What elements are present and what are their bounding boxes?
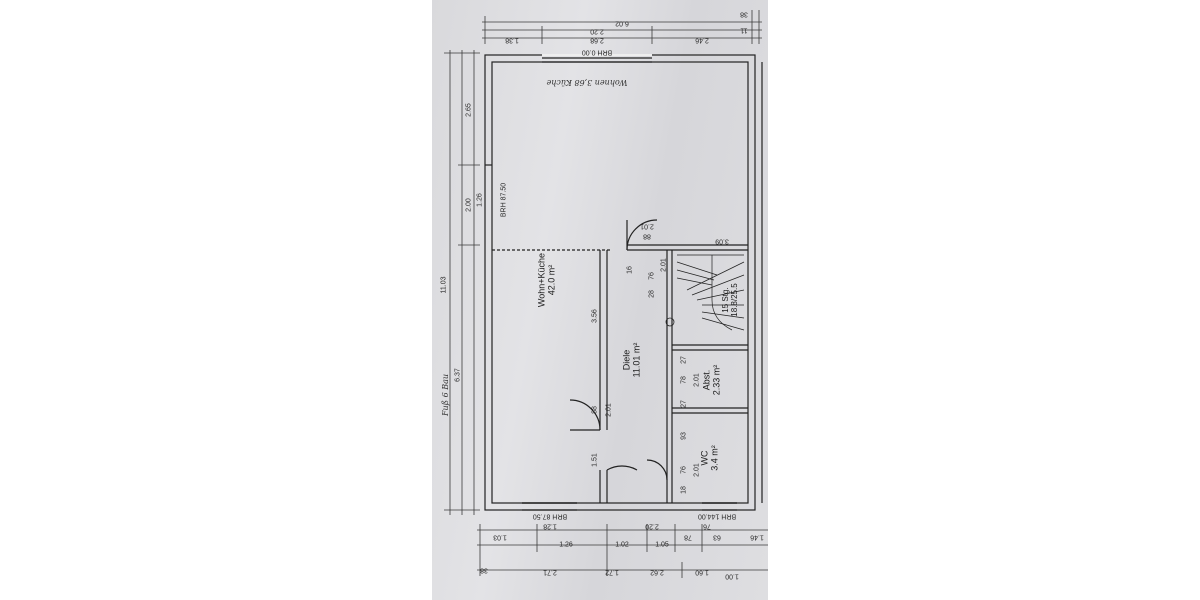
dim-356: 3.56 [591,309,599,323]
dim-left-upper: 2.65 [465,103,473,117]
room-wohn-area: 42.0 m² [547,264,557,296]
dim-18: 18 [680,486,688,494]
door-swing-diele [606,465,638,471]
dim-bottom-100: 1.00 [725,572,739,580]
room-diele: Diele 11.01 m² [622,343,643,378]
handwritten-top-note: Wohnen 3,68 Küche [546,78,628,87]
dim-top-38: 38 [740,10,748,18]
dim-201-abst: 2.01 [693,373,701,387]
brh-top: BRH 0.00 [581,48,613,56]
room-diele-name: Diele [621,349,632,371]
dim-27b: 27 [680,400,688,408]
dim-bottom-105: 1.05 [655,541,669,549]
dim-left-overall: 11.03 [440,276,448,294]
dim-top-268: 2.68 [590,36,604,44]
brh-bottom-right: BRH 144.00 [697,512,737,520]
dim-bottom-102: 1.02 [615,541,629,549]
dim-93: 93 [680,432,688,440]
stairs-label: 15 Stg. 18.8/25.5 [721,283,739,316]
handwritten-side-note: Fuß 6 Bau [441,373,450,417]
outer-wall-outer [484,54,756,511]
dim-151: 1.51 [591,453,599,467]
dim-16: 16 [626,266,634,274]
dim-76-wc: 76 [680,466,688,474]
door-swing-wc [646,459,668,481]
stair-treads [676,254,745,331]
room-wc-name: WC [699,450,710,466]
dim-door-88: 88 [643,232,651,240]
dim-bottom-146: 1.46 [750,533,764,541]
dim-bottom-38: 38 [480,566,488,574]
dim-top-total: 6.02 [615,19,629,27]
dim-27a: 27 [680,356,688,364]
floor-plan-drawing [444,10,768,578]
room-wc: WC 3.4 m² [700,445,721,471]
dim-door-201: 2.01 [640,222,654,230]
room-wohn-name: Wohn+Küche [536,252,547,308]
dim-bottom-160: 1.60 [695,568,709,576]
dim-bottom-76: 76 [703,522,711,530]
dim-left-126: 1.26 [476,193,484,207]
dim-bottom-128: 1.28 [543,522,557,530]
room-abst-area: 2.33 m² [712,364,722,396]
stairs-steps: 15 Stg. [720,287,730,313]
dim-bottom-271: 2.71 [543,568,557,576]
dim-top-138: 1.38 [505,36,519,44]
dim-left-lower: 6.37 [454,368,462,382]
door-swing-wohn [569,399,601,431]
dim-78: 78 [680,376,688,384]
room-wohn-kueche: Wohn+Küche 42.0 m² [537,253,558,307]
dim-top-246: 2.46 [695,36,709,44]
dim-top-220: 2.20 [590,27,604,35]
dim-bottom-220: 2.20 [645,522,659,530]
room-abst-name: Abst. [701,369,712,391]
stairs-ratio: 18.8/25.5 [730,283,739,317]
dim-201-wall: 2.01 [605,403,613,417]
dim-left-200: 2.00 [465,198,473,212]
dim-bottom-103: 1.03 [493,533,507,541]
dim-28: 28 [648,290,656,298]
brh-bottom-left: BRH 87.50 [532,512,568,520]
dim-88-wall: 88 [591,406,599,414]
dim-bottom-172: 1.72 [605,568,619,576]
dim-76: 76 [648,272,656,280]
dim-bottom-262: 2.62 [650,568,664,576]
outer-wall-inner [491,61,749,504]
dim-bottom-78: 78 [684,533,692,541]
room-abst: Abst. 2.33 m² [702,365,723,396]
floor-plan-sheet: 6.02 2.20 1.38 2.68 2.46 BRH 0.00 38 11 … [432,0,768,600]
dim-bottom-63: 63 [713,533,721,541]
brh-left: BRH 87.50 [500,182,508,218]
dim-stair-width: 3.09 [715,237,729,245]
dim-201-wc: 2.01 [693,463,701,477]
dim-bottom-126: 1.26 [559,541,573,549]
dim-top-11: 11 [740,26,748,34]
room-wc-area: 3.4 m² [710,445,720,471]
room-diele-area: 11.01 m² [632,342,642,378]
dim-201-stair: 2.01 [660,258,668,272]
